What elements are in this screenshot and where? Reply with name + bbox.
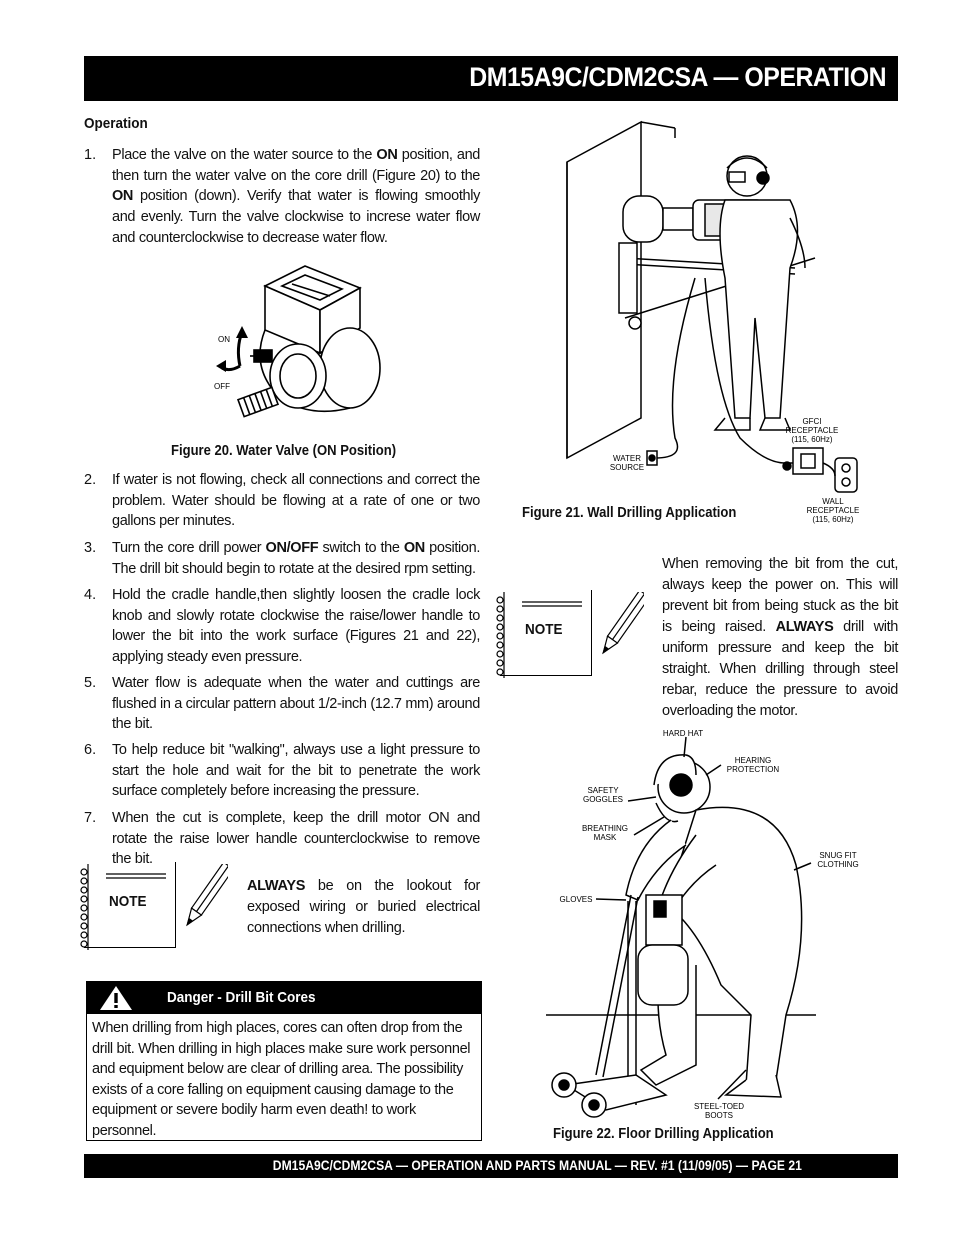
breathing-label-2: MASK — [594, 833, 617, 842]
step-number: 3. — [84, 540, 97, 556]
note-right: NOTE — [496, 590, 650, 678]
step-text: Place the valve on the water source to t… — [112, 147, 481, 246]
warning-triangle-icon — [100, 986, 132, 1010]
page-title: DM15A9C/CDM2CSA — OPERATION — [469, 62, 886, 92]
section-title: Operation — [84, 115, 148, 132]
figure-21-caption: Figure 21. Wall Drilling Application — [522, 505, 737, 521]
water-label-2: SOURCE — [610, 463, 644, 472]
notepad-icon — [84, 862, 176, 948]
spiral-binding-icon — [80, 864, 228, 950]
hearing-label-2: PROTECTION — [727, 765, 780, 774]
figure-20-water-valve: ON OFF — [214, 265, 381, 418]
step-5: 5. Water flow is adequate when the water… — [84, 673, 480, 735]
snug-label-2: CLOTHING — [817, 860, 858, 869]
footer-bar: DM15A9C/CDM2CSA — OPERATION AND PARTS MA… — [84, 1154, 898, 1178]
figure-20-caption: Figure 20. Water Valve (ON Position) — [171, 443, 397, 459]
operation-section: Operation — [84, 115, 480, 132]
boots-label-2: BOOTS — [705, 1111, 733, 1120]
snug-label-1: SNUG FIT — [819, 851, 856, 860]
note-right-text: When removing the bit from the cut, alwa… — [662, 556, 898, 719]
note-left: NOTE — [80, 862, 234, 950]
danger-body: When drilling from high places, cores ca… — [92, 1020, 471, 1139]
water-label-1: WATER — [613, 454, 641, 463]
step-7: 7. When the cut is complete, keep the dr… — [84, 808, 480, 870]
step-text: If water is not flowing, check all conne… — [112, 472, 480, 530]
step-6: 6. To help reduce bit "walking", always … — [84, 740, 480, 802]
boots-label-1: STEEL-TOED — [694, 1102, 744, 1111]
figure-22-floor-drilling: HARD HAT HEARING PROTECTION SAFETY GOGGL… — [546, 729, 859, 1120]
step-number: 6. — [84, 742, 97, 758]
on-label: ON — [218, 335, 230, 344]
step-number: 5. — [84, 675, 97, 691]
step-number: 1. — [84, 147, 97, 163]
danger-header: Danger - Drill Bit Cores — [87, 982, 481, 1014]
step-number: 7. — [84, 810, 97, 826]
hard-hat-label: HARD HAT — [663, 729, 703, 738]
note-label: NOTE — [525, 621, 563, 638]
gfci-label-1: GFCI — [802, 417, 821, 426]
step-text: Hold the cradle handle,then slightly loo… — [112, 587, 480, 666]
gfci-label-2: RECEPTACLE — [786, 426, 839, 435]
step-3: 3. Turn the core drill power ON/OFF swit… — [84, 538, 480, 579]
notepad-icon — [500, 590, 592, 676]
danger-box: Danger - Drill Bit Cores When drilling f… — [86, 981, 482, 1141]
note-label: NOTE — [109, 893, 147, 910]
footer-text: DM15A9C/CDM2CSA — OPERATION AND PARTS MA… — [272, 1158, 802, 1173]
danger-title: Danger - Drill Bit Cores — [167, 989, 316, 1006]
step-text: Turn the core drill power ON/OFF switch … — [112, 540, 480, 577]
note-left-text: ALWAYS be on the lookout for exposed wir… — [247, 878, 480, 936]
step-4: 4. Hold the cradle handle,then slightly … — [84, 585, 480, 668]
off-label: OFF — [214, 382, 230, 391]
safety-label-1: SAFETY — [587, 786, 619, 795]
breathing-label-1: BREATHING — [582, 824, 628, 833]
wall-receptacle-label-2: RECEPTACLE — [807, 506, 860, 515]
step-text: When the cut is complete, keep the drill… — [112, 810, 480, 868]
hearing-label-1: HEARING — [735, 756, 771, 765]
step-number: 4. — [84, 587, 97, 603]
gloves-label: GLOVES — [560, 895, 593, 904]
spiral-binding-icon — [496, 592, 644, 678]
step-1: 1. Place the valve on the water source t… — [84, 145, 480, 249]
step-2: 2. If water is not flowing, check all co… — [84, 470, 480, 532]
figure-22-caption: Figure 22. Floor Drilling Application — [553, 1126, 774, 1142]
wall-receptacle-label-1: WALL — [822, 497, 844, 506]
figure-21-wall-drilling: GFCI RECEPTACLE (115, 60Hz) WATER SOURCE… — [566, 120, 860, 524]
header-bar: DM15A9C/CDM2CSA — OPERATION — [84, 56, 898, 101]
wall-receptacle-label-3: (115, 60Hz) — [812, 515, 854, 524]
step-text: To help reduce bit "walking", always use… — [112, 742, 480, 800]
step-text: Water flow is adequate when the water an… — [112, 675, 480, 733]
gfci-label-3: (115, 60Hz) — [791, 435, 833, 444]
step-number: 2. — [84, 472, 97, 488]
safety-label-2: GOGGLES — [583, 795, 623, 804]
